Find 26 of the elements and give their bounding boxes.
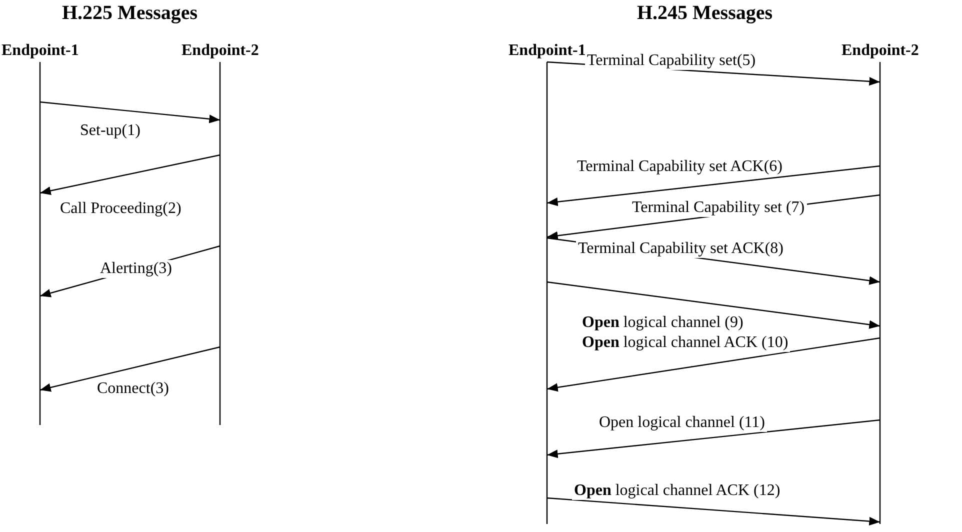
message-arrow xyxy=(546,497,880,526)
participant-label: Endpoint-2 xyxy=(842,42,919,60)
message-label: Open logical channel (11) xyxy=(597,414,768,432)
message-label: Set-up(1) xyxy=(78,122,142,140)
message-arrow xyxy=(546,419,880,458)
message-arrow xyxy=(546,337,880,392)
participant-label: Endpoint-1 xyxy=(2,42,79,60)
message-label: Open logical channel ACK (12) xyxy=(572,482,782,500)
message-arrow xyxy=(40,101,220,124)
message-label: Connect(3) xyxy=(95,380,171,398)
message-label: Terminal Capability set (7) xyxy=(630,199,807,217)
participant-label: Endpoint-2 xyxy=(182,42,259,60)
message-arrow xyxy=(40,154,220,195)
message-label: Open logical channel ACK (10) xyxy=(580,334,790,352)
message-label: Terminal Capability set ACK(6) xyxy=(575,158,785,176)
message-label: Terminal Capability set ACK(8) xyxy=(576,240,786,258)
message-arrow xyxy=(546,165,880,206)
diagram-heading: H.245 Messages xyxy=(637,2,773,25)
message-arrow xyxy=(546,281,880,329)
message-label: Terminal Capability set(5) xyxy=(585,52,758,70)
message-label: Open logical channel (9) xyxy=(580,314,746,332)
diagram-heading: H.225 Messages xyxy=(62,2,198,25)
message-arrow xyxy=(40,346,220,392)
participant-label: Endpoint-1 xyxy=(508,42,586,60)
message-label: Call Proceeding(2) xyxy=(58,200,184,218)
message-label: Alerting(3) xyxy=(98,260,174,278)
